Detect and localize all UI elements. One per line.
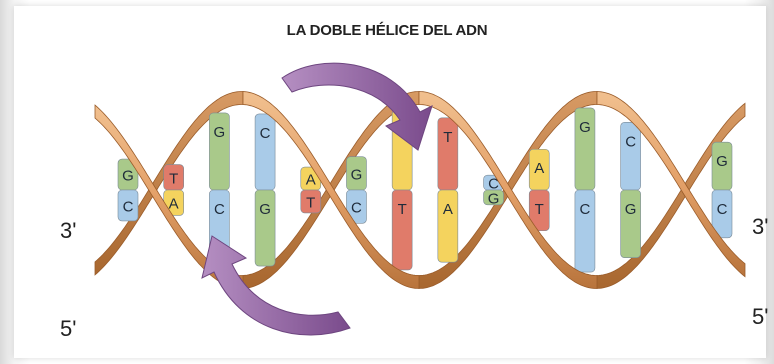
base-letter-top: T [443, 129, 452, 146]
base-letter-top: G [214, 124, 226, 141]
base-pair: CG [255, 114, 275, 266]
base-pair: TA [438, 118, 458, 262]
base-letter-bottom: C [214, 201, 225, 218]
base-letter-top: C [260, 125, 271, 142]
base-pair: GC [346, 157, 366, 224]
base-letter-bottom: A [169, 196, 179, 213]
rotation-arrow-bottom-icon [202, 236, 350, 335]
base-letter-bottom: C [717, 201, 728, 218]
base-letter-top: G [716, 153, 728, 170]
label-3-prime-right: 3' [752, 214, 768, 240]
base-letter-bottom: G [625, 201, 637, 218]
rotation-arrow-top-icon [282, 63, 432, 150]
base-letter-top: T [169, 170, 178, 187]
base-letter-top: G [579, 119, 591, 136]
base-letter-bottom: C [123, 198, 134, 215]
base-letter-bottom: T [306, 194, 315, 211]
base-letter-bottom: T [535, 201, 544, 218]
base-letter-top: A [534, 160, 544, 177]
base-letter-top: A [306, 172, 316, 189]
base-letter-bottom: G [259, 201, 271, 218]
base-letter-top: C [625, 133, 636, 150]
base-pair: CG [621, 122, 641, 257]
base-pair: GC [712, 142, 732, 238]
label-5-prime-right: 5' [752, 304, 768, 330]
base-pair: AT [529, 149, 549, 231]
base-letter-bottom: C [351, 200, 362, 217]
base-letter-bottom: G [488, 190, 500, 207]
base-letter-bottom: A [443, 201, 453, 218]
base-letter-bottom: C [580, 201, 591, 218]
base-letter-bottom: T [398, 201, 407, 218]
base-letter-top: G [122, 168, 134, 185]
label-5-prime-left: 5' [60, 316, 76, 342]
base-letter-top: G [351, 166, 363, 183]
base-pair: GC [575, 108, 595, 272]
label-3-prime-left: 3' [60, 218, 76, 244]
